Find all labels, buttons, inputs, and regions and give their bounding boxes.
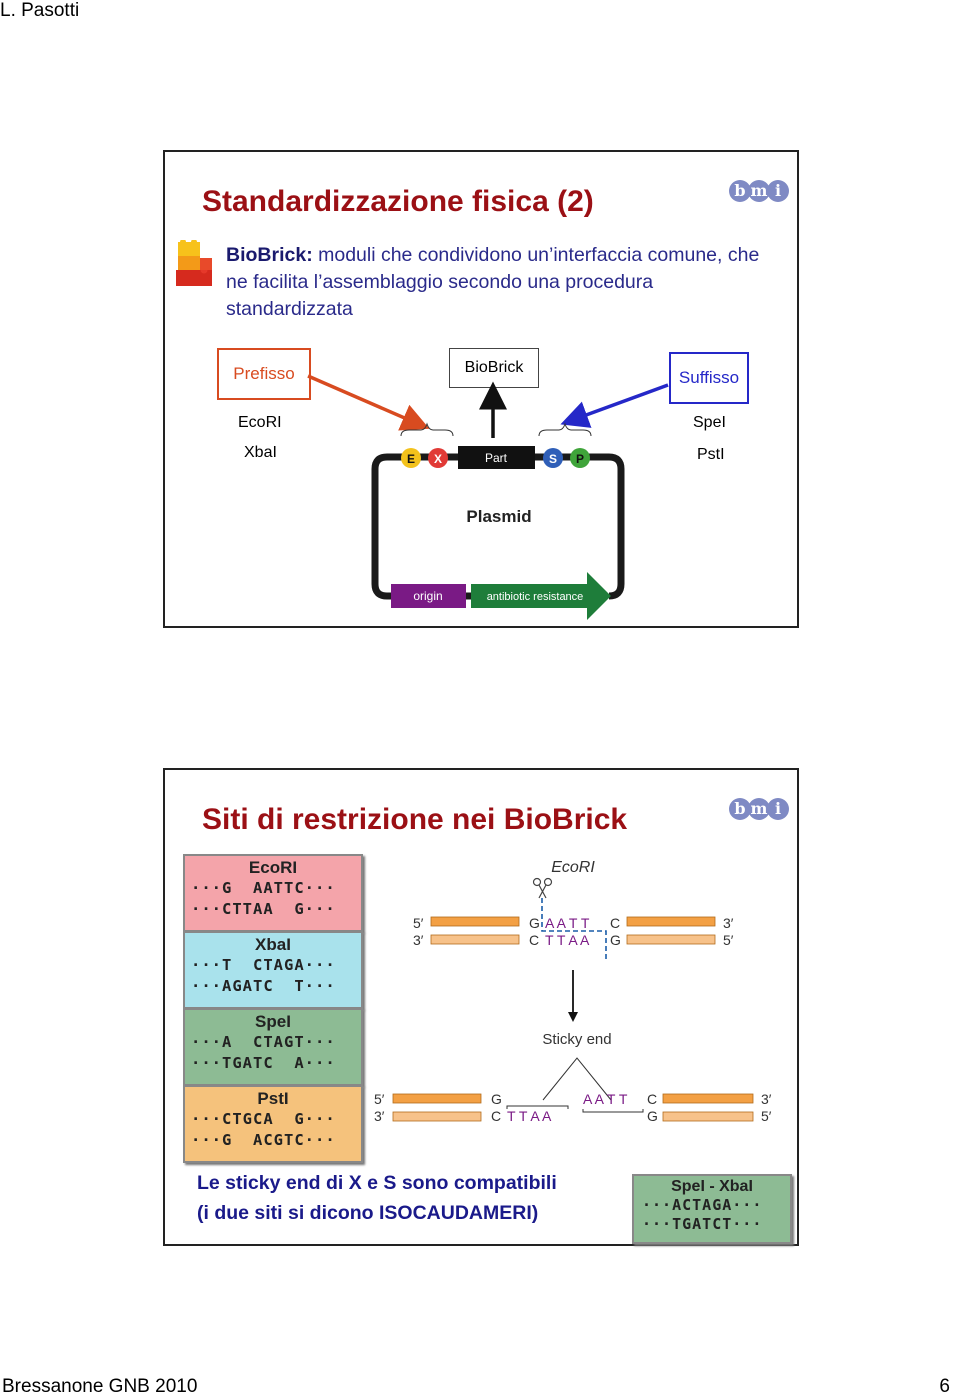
enzyme-top-strand: ···CTGCA G··· bbox=[191, 1110, 336, 1128]
logo-letter: i bbox=[767, 798, 789, 820]
prefix-site-ecori: EcoRI bbox=[238, 414, 282, 431]
ecori-label: EcoRI bbox=[551, 859, 595, 876]
biobrick-term: BioBrick: bbox=[226, 244, 313, 266]
cut-right-g: G bbox=[647, 1108, 658, 1124]
enzyme-card-spei: SpeI ···A CTAGT··· ···TGATC A··· bbox=[183, 1008, 363, 1086]
site-s-label: S bbox=[549, 452, 557, 466]
site-p bbox=[570, 448, 590, 468]
plasmid-title: Plasmid bbox=[466, 507, 531, 526]
prefix-brace bbox=[400, 422, 454, 437]
enzyme-card-xbai: XbaI ···T CTAGA··· ···AGATC T··· bbox=[183, 931, 363, 1009]
suffix-box: Suffisso bbox=[669, 352, 749, 404]
uncut-top-seq: A A T T bbox=[545, 915, 590, 931]
plasmid-backbone bbox=[371, 453, 625, 600]
uncut-bot-g: G bbox=[610, 932, 621, 948]
footer-event: Bressanone GNB 2010 bbox=[2, 1376, 198, 1397]
part-label: Part bbox=[485, 451, 508, 465]
lego-bricks-icon bbox=[176, 240, 212, 286]
prefix-site-xbai: XbaI bbox=[244, 444, 277, 461]
page-header: L. Pasotti bbox=[0, 0, 80, 21]
slide-title: Siti di restrizione nei BioBrick bbox=[202, 803, 628, 836]
origin-block bbox=[391, 584, 466, 608]
hybrid-site-card: SpeI - XbaI ···ACTAGA··· ···TGATCT··· bbox=[632, 1174, 792, 1244]
part-block bbox=[458, 446, 535, 469]
cut-right-3prime: 3′ bbox=[761, 1091, 772, 1107]
page-number: 6 bbox=[939, 1376, 950, 1397]
enzyme-top-strand: ···A CTAGT··· bbox=[191, 1033, 336, 1051]
origin-label: origin bbox=[413, 589, 442, 603]
cut-right-c: C bbox=[647, 1091, 657, 1107]
prefix-arrow bbox=[307, 374, 430, 431]
compatibility-line-2: (i due siti si dicono ISOCAUDAMERI) bbox=[197, 1202, 539, 1224]
uncut-top-g: G bbox=[529, 915, 540, 931]
suffix-site-psti: PstI bbox=[697, 446, 725, 463]
hybrid-top-strand: ···ACTAGA··· bbox=[642, 1196, 763, 1214]
enzyme-name: EcoRI bbox=[248, 858, 298, 877]
cut-right-seq: A A T T bbox=[583, 1091, 628, 1107]
hybrid-bottom-strand: ···TGATCT··· bbox=[642, 1215, 763, 1233]
resistance-arrow bbox=[471, 572, 611, 620]
site-x bbox=[428, 448, 448, 468]
ecori-cut-diagram: EcoRI 5′ 3′ G A A T T C C T T A A G 3′ 5… bbox=[374, 859, 772, 1124]
sticky-end-pointer bbox=[542, 1057, 612, 1101]
enzyme-top-strand: ···T CTAGA··· bbox=[191, 956, 336, 974]
enzyme-bottom-strand: ···G ACGTC··· bbox=[191, 1131, 336, 1149]
site-e bbox=[401, 448, 421, 468]
enzyme-bottom-strand: ···CTTAA G··· bbox=[191, 900, 336, 918]
logo-letter: b bbox=[729, 180, 751, 202]
site-p-label: P bbox=[576, 452, 584, 466]
cut-3prime: 3′ bbox=[374, 1108, 385, 1124]
cut-right-5prime: 5′ bbox=[761, 1108, 772, 1124]
plasmid-diagram: E X S P Part Plasmid origin antibiotic r… bbox=[307, 374, 669, 620]
hybrid-site-name: SpeI - XbaI bbox=[671, 1178, 753, 1195]
suffix-arrow bbox=[560, 383, 669, 428]
compatibility-line-1: Le sticky end di X e S sono compatibili bbox=[197, 1172, 557, 1194]
enzyme-bottom-strand: ···TGATC A··· bbox=[191, 1054, 336, 1072]
uncut-5prime: 5′ bbox=[413, 915, 424, 931]
suffix-site-spei: SpeI bbox=[693, 414, 726, 431]
uncut-3prime: 3′ bbox=[413, 932, 424, 948]
enzyme-name: XbaI bbox=[255, 935, 291, 954]
uncut-bot-c: C bbox=[529, 932, 539, 948]
biobrick-definition: BioBrick: moduli che condividono un’inte… bbox=[226, 242, 766, 323]
resistance-label: antibiotic resistance bbox=[487, 591, 584, 603]
enzyme-name: PstI bbox=[257, 1089, 289, 1108]
enzyme-name: SpeI bbox=[255, 1012, 291, 1031]
slide-title: Standardizzazione fisica (2) bbox=[202, 185, 594, 218]
cut-line bbox=[541, 898, 607, 960]
suffix-brace bbox=[538, 422, 592, 437]
enzyme-card-ecori: EcoRI ···G AATTC··· ···CTTAA G··· bbox=[183, 854, 363, 932]
enzyme-bottom-strand: ···AGATC T··· bbox=[191, 977, 336, 995]
cut-left-c: C bbox=[491, 1108, 501, 1124]
site-e-label: E bbox=[407, 452, 415, 466]
logo-letter: m bbox=[748, 798, 770, 820]
uncut-bot-seq: T T A A bbox=[545, 932, 590, 948]
uncut-right-3prime: 3′ bbox=[723, 915, 734, 931]
biobrick-description: moduli che condividono un’interfaccia co… bbox=[226, 244, 760, 320]
logo-letter: i bbox=[767, 180, 789, 202]
uncut-right-5prime: 5′ bbox=[723, 932, 734, 948]
scissors-icon bbox=[532, 877, 553, 899]
enzyme-card-psti: PstI ···CTGCA G··· ···G ACGTC··· bbox=[183, 1085, 363, 1163]
enzyme-top-strand: ···G AATTC··· bbox=[191, 879, 336, 897]
cut-5prime: 5′ bbox=[374, 1091, 385, 1107]
compatibility-note: Le sticky end di X e S sono compatibili … bbox=[197, 1168, 557, 1228]
logo-letter: b bbox=[729, 798, 751, 820]
site-s bbox=[543, 448, 563, 468]
prefix-box: Prefisso bbox=[217, 348, 311, 400]
uncut-top-c: C bbox=[610, 915, 620, 931]
site-x-label: X bbox=[434, 452, 442, 466]
cut-left-g: G bbox=[491, 1091, 502, 1107]
logo-letter: m bbox=[748, 180, 770, 202]
cut-left-seq: T T A A bbox=[507, 1108, 552, 1124]
sticky-end-label: Sticky end bbox=[542, 1031, 611, 1048]
